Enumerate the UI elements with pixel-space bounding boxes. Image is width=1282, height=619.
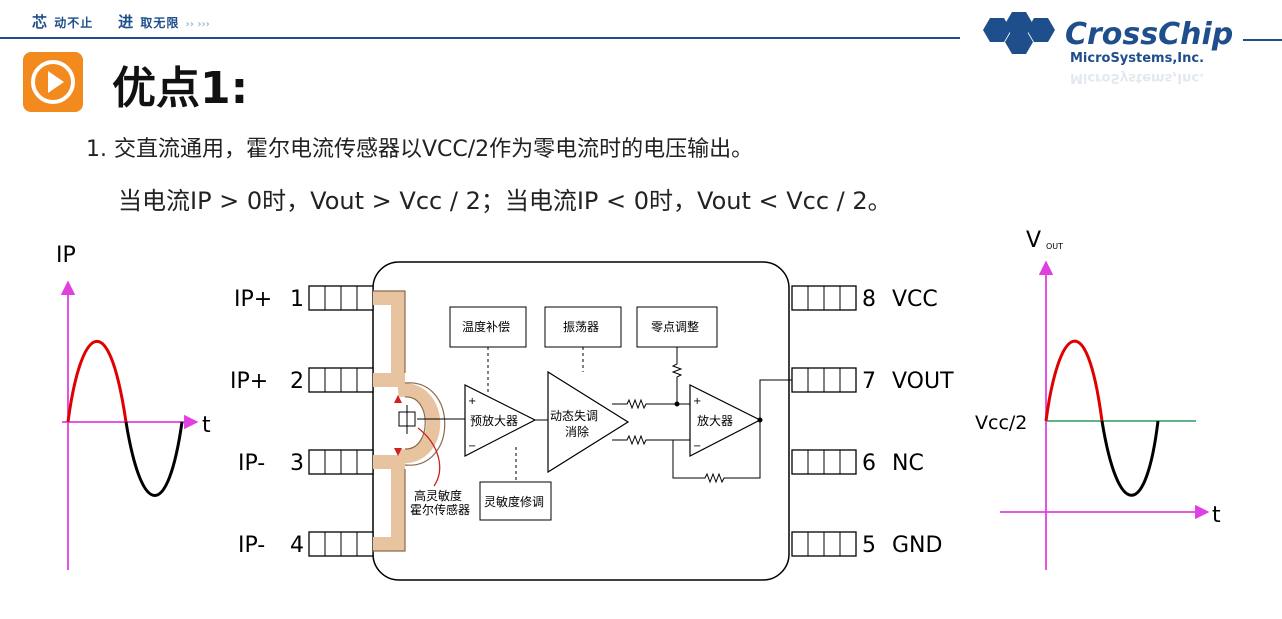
slogan-part1-big: 芯	[32, 13, 49, 31]
pin-8: 8 VCC	[791, 285, 938, 312]
svg-text:预放大器: 预放大器	[470, 413, 518, 428]
sensitivity-trim-block: 灵敏度修调	[479, 481, 552, 521]
vcc-half-label: Vcc/2	[975, 412, 1027, 434]
pin-8-name: VCC	[892, 287, 938, 312]
svg-text:CrossChip: CrossChip	[1065, 17, 1233, 52]
svg-text:消除: 消除	[565, 424, 589, 439]
pin-2: IP+ 2	[230, 367, 374, 394]
left-current-plot: IP t	[56, 243, 211, 570]
slogan: 芯 动不止 进 取无限 ›› ›››	[32, 11, 210, 32]
right-y-label-sub: OUT	[1046, 242, 1063, 251]
pin-7: 7 VOUT	[791, 367, 954, 394]
pin-3-number: 3	[290, 451, 304, 476]
hall-label-2: 霍尔传感器	[410, 502, 470, 517]
slogan-part2-small: 取无限	[140, 16, 180, 30]
page-title: 优点1:	[112, 63, 249, 114]
pin-5-number: 5	[862, 533, 876, 558]
pin-1: IP+ 1	[234, 285, 374, 312]
output-amp: + − 放大器	[689, 384, 762, 457]
temp-comp-block: 温度补偿	[449, 306, 527, 348]
pin-2-name: IP+	[230, 369, 268, 394]
slogan-part1-small: 动不止	[54, 16, 94, 30]
right-pins: 8 VCC 7 VOUT 6 NC 5 GND	[791, 285, 954, 558]
right-x-label: t	[1212, 503, 1221, 528]
offset-cancel: 动态失调 消除	[547, 370, 630, 474]
signal-wiring	[612, 347, 792, 484]
pin-3-name: IP-	[238, 451, 265, 476]
zero-adjust-block: 零点调整	[636, 306, 718, 348]
left-positive-half-wave	[66, 339, 128, 423]
pin-5: 5 GND	[791, 531, 942, 558]
svg-text:−: −	[693, 441, 701, 452]
right-positive-half-wave	[1044, 339, 1104, 422]
svg-text:温度补偿: 温度补偿	[462, 319, 510, 334]
hall-element	[398, 405, 465, 434]
left-pins: IP+ 1 IP+ 2 IP- 3 IP- 4	[230, 285, 374, 558]
body-line-1: 1. 交直流通用，霍尔电流传感器以VCC/2作为零电流时的电压输出。	[86, 137, 754, 162]
pin-7-number: 7	[862, 369, 876, 394]
pin-6-name: NC	[892, 451, 924, 476]
right-y-label: V	[1026, 228, 1041, 253]
pin-6: 6 NC	[791, 449, 924, 476]
svg-text:灵敏度修调: 灵敏度修调	[484, 494, 544, 509]
hall-pointer-line	[417, 427, 441, 487]
play-icon	[23, 52, 83, 112]
svg-text:+: +	[468, 396, 476, 407]
svg-text:−: −	[468, 441, 476, 452]
header-divider	[0, 37, 1282, 39]
svg-text:动态失调: 动态失调	[550, 408, 598, 423]
right-negative-half-wave	[1100, 420, 1160, 497]
svg-text:MicroSystems,Inc.: MicroSystems,Inc.	[1070, 70, 1204, 85]
pin-8-number: 8	[862, 287, 876, 312]
svg-text:振荡器: 振荡器	[563, 320, 599, 334]
pin-5-name: GND	[892, 533, 942, 558]
pin-2-number: 2	[290, 369, 304, 394]
pin-3: IP- 3	[238, 449, 374, 476]
svg-text:零点调整: 零点调整	[651, 319, 699, 334]
svg-text:放大器: 放大器	[697, 413, 733, 428]
left-y-label: IP	[56, 243, 76, 268]
pin-7-name: VOUT	[892, 369, 954, 394]
slogan-arrows: ›› ›››	[185, 19, 210, 30]
pin-6-number: 6	[862, 451, 876, 476]
crosschip-logo: CrossChip MicroSystems,Inc. MicroSystems…	[960, 10, 1282, 90]
hall-label-1: 高灵敏度	[414, 488, 462, 503]
svg-text:MicroSystems,Inc.: MicroSystems,Inc.	[1070, 51, 1204, 66]
svg-text:+: +	[693, 396, 701, 407]
left-negative-half-wave	[124, 421, 184, 497]
current-conductor	[373, 290, 446, 552]
pin-1-number: 1	[290, 287, 304, 312]
body-line-2: 当电流IP > 0时，Vout > Vcc / 2；当电流IP < 0时，Vou…	[118, 187, 892, 215]
left-x-label: t	[202, 413, 211, 438]
oscillator-block: 振荡器	[544, 306, 622, 348]
pin-4-name: IP-	[238, 533, 265, 558]
slogan-part2-big: 进	[118, 13, 135, 31]
right-voltage-plot: V OUT t Vcc/2	[975, 228, 1221, 570]
pin-4: IP- 4	[238, 531, 374, 558]
pin-1-name: IP+	[234, 287, 272, 312]
preamp: + − 预放大器	[464, 384, 537, 457]
pin-4-number: 4	[290, 533, 304, 558]
